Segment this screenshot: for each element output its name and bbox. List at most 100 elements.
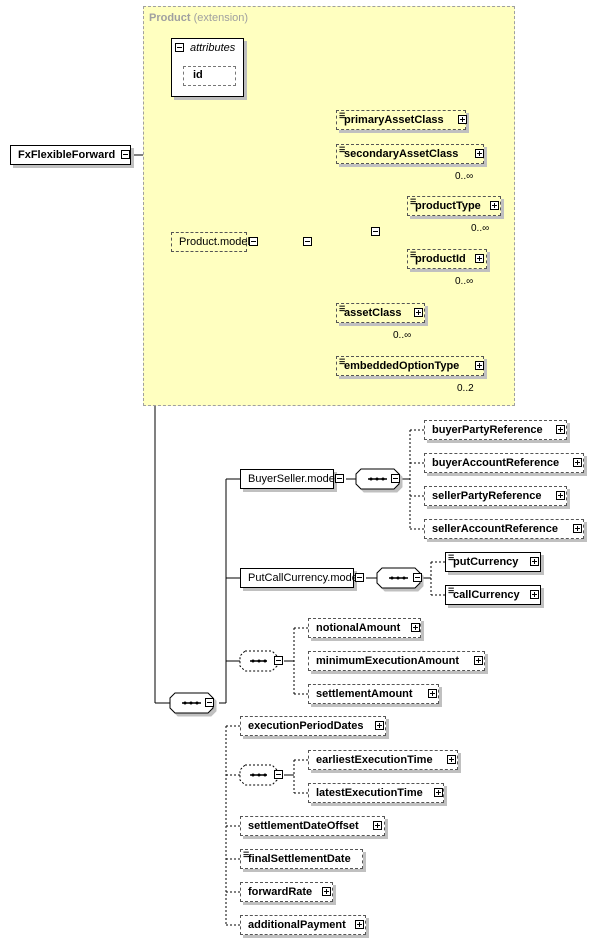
expand-icon[interactable]	[475, 254, 484, 263]
collapse-icon[interactable]	[274, 656, 283, 665]
collapse-icon[interactable]	[335, 474, 344, 483]
element-executionPeriodDates[interactable]: executionPeriodDates	[240, 716, 386, 736]
extension-name: Product	[149, 12, 191, 24]
element-callCurrency[interactable]: ☰callCurrency	[445, 585, 541, 605]
collapse-icon[interactable]	[391, 474, 400, 483]
element-primaryAssetClass[interactable]: ☰primaryAssetClass	[336, 110, 466, 130]
text-content-icon: ☰	[410, 199, 417, 206]
element-label: finalSettlementDate	[248, 853, 351, 865]
cardinality: 0..∞	[455, 276, 474, 287]
element-label: sellerPartyReference	[432, 490, 542, 502]
element-buyerPartyReference[interactable]: buyerPartyReference	[424, 420, 567, 440]
element-minimumExecutionAmount[interactable]: minimumExecutionAmount	[308, 651, 485, 671]
element-label: sellerAccountReference	[432, 523, 558, 535]
element-additionalPayment[interactable]: additionalPayment	[240, 915, 366, 935]
element-label: embeddedOptionType	[344, 360, 460, 372]
expand-icon[interactable]	[556, 491, 565, 500]
expand-icon[interactable]	[375, 721, 384, 730]
group-product-model[interactable]: Product.model	[171, 232, 250, 252]
extension-title: Product (extension)	[149, 12, 248, 24]
text-content-icon: ☰	[339, 113, 346, 120]
group-putcallcurrency-model[interactable]: PutCallCurrency.model	[240, 568, 360, 588]
element-finalSettlementDate[interactable]: ☰finalSettlementDate	[240, 849, 363, 869]
expand-icon[interactable]	[447, 755, 456, 764]
expand-icon[interactable]	[556, 425, 565, 434]
element-secondaryAssetClass[interactable]: ☰secondaryAssetClass	[336, 144, 484, 164]
group-label: PutCallCurrency.model	[248, 572, 361, 584]
attribute-id[interactable]: id	[183, 66, 236, 86]
expand-icon[interactable]	[573, 524, 582, 533]
text-content-icon: ☰	[243, 852, 250, 859]
element-buyerAccountReference[interactable]: buyerAccountReference	[424, 453, 584, 473]
text-content-icon: ☰	[448, 555, 455, 562]
expand-icon[interactable]	[434, 788, 443, 797]
collapse-icon[interactable]	[205, 698, 214, 707]
element-settlementAmount[interactable]: settlementAmount	[308, 684, 439, 704]
attributes-label: attributes	[190, 42, 236, 54]
root-element[interactable]: FxFlexibleForward	[10, 145, 131, 165]
collapse-icon[interactable]	[303, 237, 312, 246]
element-forwardRate[interactable]: forwardRate	[240, 882, 333, 902]
element-label: earliestExecutionTime	[316, 754, 433, 766]
root-element-label: FxFlexibleForward	[18, 149, 116, 161]
group-buyerseller-model[interactable]: BuyerSeller.model	[240, 469, 338, 489]
expand-icon[interactable]	[355, 920, 364, 929]
element-productType[interactable]: ☰productType	[407, 196, 501, 216]
text-content-icon: ☰	[410, 252, 417, 259]
expand-icon[interactable]	[474, 656, 483, 665]
element-label: latestExecutionTime	[316, 787, 423, 799]
element-label: buyerPartyReference	[432, 424, 543, 436]
element-label: additionalPayment	[248, 919, 346, 931]
element-label: notionalAmount	[316, 622, 401, 634]
element-label: callCurrency	[453, 589, 520, 601]
cardinality: 0..2	[457, 383, 474, 394]
element-label: executionPeriodDates	[248, 720, 364, 732]
expand-icon[interactable]	[458, 115, 467, 124]
expand-icon[interactable]	[573, 458, 582, 467]
collapse-icon[interactable]	[355, 573, 364, 582]
group-label: Product.model	[179, 236, 250, 248]
element-label: productId	[415, 253, 466, 265]
element-earliestExecutionTime[interactable]: earliestExecutionTime	[308, 750, 458, 770]
element-label: primaryAssetClass	[344, 114, 444, 126]
collapse-icon[interactable]	[274, 770, 283, 779]
text-content-icon: ☰	[339, 359, 346, 366]
element-label: productType	[415, 200, 481, 212]
element-label: secondaryAssetClass	[344, 148, 459, 160]
element-settlementDateOffset[interactable]: settlementDateOffset	[240, 816, 385, 836]
element-label: minimumExecutionAmount	[316, 655, 460, 667]
collapse-icon[interactable]	[175, 43, 184, 52]
collapse-icon[interactable]	[249, 237, 258, 246]
cardinality: 0..∞	[393, 330, 412, 341]
collapse-icon[interactable]	[121, 150, 130, 159]
expand-icon[interactable]	[475, 149, 484, 158]
text-content-icon: ☰	[339, 306, 346, 313]
element-label: assetClass	[344, 307, 402, 319]
collapse-icon[interactable]	[371, 227, 380, 236]
expand-icon[interactable]	[428, 689, 437, 698]
expand-icon[interactable]	[530, 557, 539, 566]
expand-icon[interactable]	[414, 308, 423, 317]
element-latestExecutionTime[interactable]: latestExecutionTime	[308, 783, 444, 803]
collapse-icon[interactable]	[413, 573, 422, 582]
expand-icon[interactable]	[490, 201, 499, 210]
expand-icon[interactable]	[322, 887, 331, 896]
element-productId[interactable]: ☰productId	[407, 249, 487, 269]
expand-icon[interactable]	[411, 623, 420, 632]
element-sellerAccountReference[interactable]: sellerAccountReference	[424, 519, 584, 539]
expand-icon[interactable]	[475, 361, 484, 370]
expand-icon[interactable]	[373, 821, 382, 830]
text-content-icon: ☰	[339, 147, 346, 154]
group-label: BuyerSeller.model	[248, 473, 338, 485]
cardinality: 0..∞	[455, 171, 474, 182]
text-content-icon: ☰	[448, 588, 455, 595]
expand-icon[interactable]	[530, 590, 539, 599]
element-notionalAmount[interactable]: notionalAmount	[308, 618, 421, 638]
element-sellerPartyReference[interactable]: sellerPartyReference	[424, 486, 567, 506]
element-label: forwardRate	[248, 886, 313, 898]
element-embeddedOptionType[interactable]: ☰embeddedOptionType	[336, 356, 484, 376]
element-putCurrency[interactable]: ☰putCurrency	[445, 552, 541, 572]
element-label: putCurrency	[453, 556, 519, 568]
element-label: settlementAmount	[316, 688, 413, 700]
element-assetClass[interactable]: ☰assetClass	[336, 303, 425, 323]
